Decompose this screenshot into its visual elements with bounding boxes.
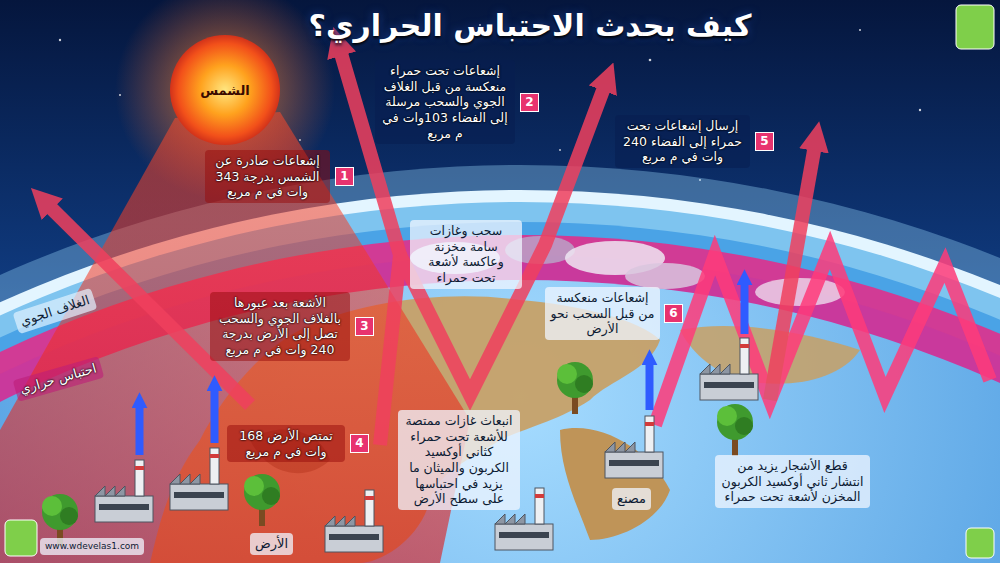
factories (170, 448, 228, 510)
factories (700, 338, 758, 400)
place-label: مصنع (612, 488, 651, 510)
callout-text: إرسال إشعاعات تحت حمراء إلى الفضاء 240 و… (615, 115, 750, 168)
emission-arrows (741, 282, 749, 334)
factories (95, 460, 153, 522)
band-label: الغلاف الجوي (13, 288, 98, 335)
emission-note: انبعاث غازات ممتصة للأشعة تحت حمراء كثان… (398, 410, 520, 510)
callout-text: تمتص الأرض 168 وات في م مربع (227, 425, 345, 462)
stars (919, 109, 921, 111)
emission-arrows (211, 388, 219, 443)
callout-number: 6 (664, 304, 683, 323)
callout-number: 5 (755, 132, 774, 151)
callout-number: 1 (335, 167, 354, 186)
factories (325, 490, 383, 552)
callout-text: إشعاعات تحت حمراء منعكسة من قبل الغلاف ا… (375, 60, 515, 144)
stars (559, 149, 561, 151)
cloud-note: سحب وغازات سامة مخزنة وعاكسة لأشعة تحت ح… (410, 220, 522, 289)
stars (859, 29, 861, 31)
callout-text: إشعاعات صادرة عن الشمس بدرجة 343 وات في … (205, 150, 330, 203)
sun-circle (170, 35, 280, 145)
callout-number: 4 (350, 434, 369, 453)
emission-arrows (136, 405, 144, 455)
callout-text: إشعاعات منعكسة من قبل السحب نحو الأرض (545, 287, 660, 340)
stars (649, 59, 652, 62)
callout-text: الأشعة بعد عبورها بالغلاف الجوي والسحب ت… (210, 292, 350, 361)
place-label: الأرض (250, 533, 293, 555)
factories (95, 338, 758, 552)
deforestation-note: قطع الأشجار يزيد من انتشار ثاني أوكسيد ا… (715, 455, 870, 508)
callout-number: 3 (355, 317, 374, 336)
clouds (755, 278, 845, 306)
logos (5, 5, 994, 558)
sun-node: الشمس (168, 33, 282, 147)
infrared-arrows (770, 145, 815, 400)
band-label: احتباس حراري (13, 356, 104, 402)
title: كيف يحدث الاحتباس الحراري؟ (290, 8, 770, 43)
emission-arrows (646, 362, 654, 410)
trees (42, 362, 753, 546)
watermark: www.wdevelas1.com (40, 538, 144, 555)
logos (966, 528, 994, 558)
stars (59, 39, 61, 41)
node-text: الشمس (200, 83, 250, 98)
trees (244, 474, 280, 526)
callout-number: 2 (520, 93, 539, 112)
logos (5, 520, 37, 556)
trees (557, 362, 593, 414)
factories (605, 416, 663, 478)
clouds (625, 263, 705, 289)
logos (956, 5, 994, 49)
trees (717, 404, 753, 456)
infrared-arrows (655, 250, 990, 425)
